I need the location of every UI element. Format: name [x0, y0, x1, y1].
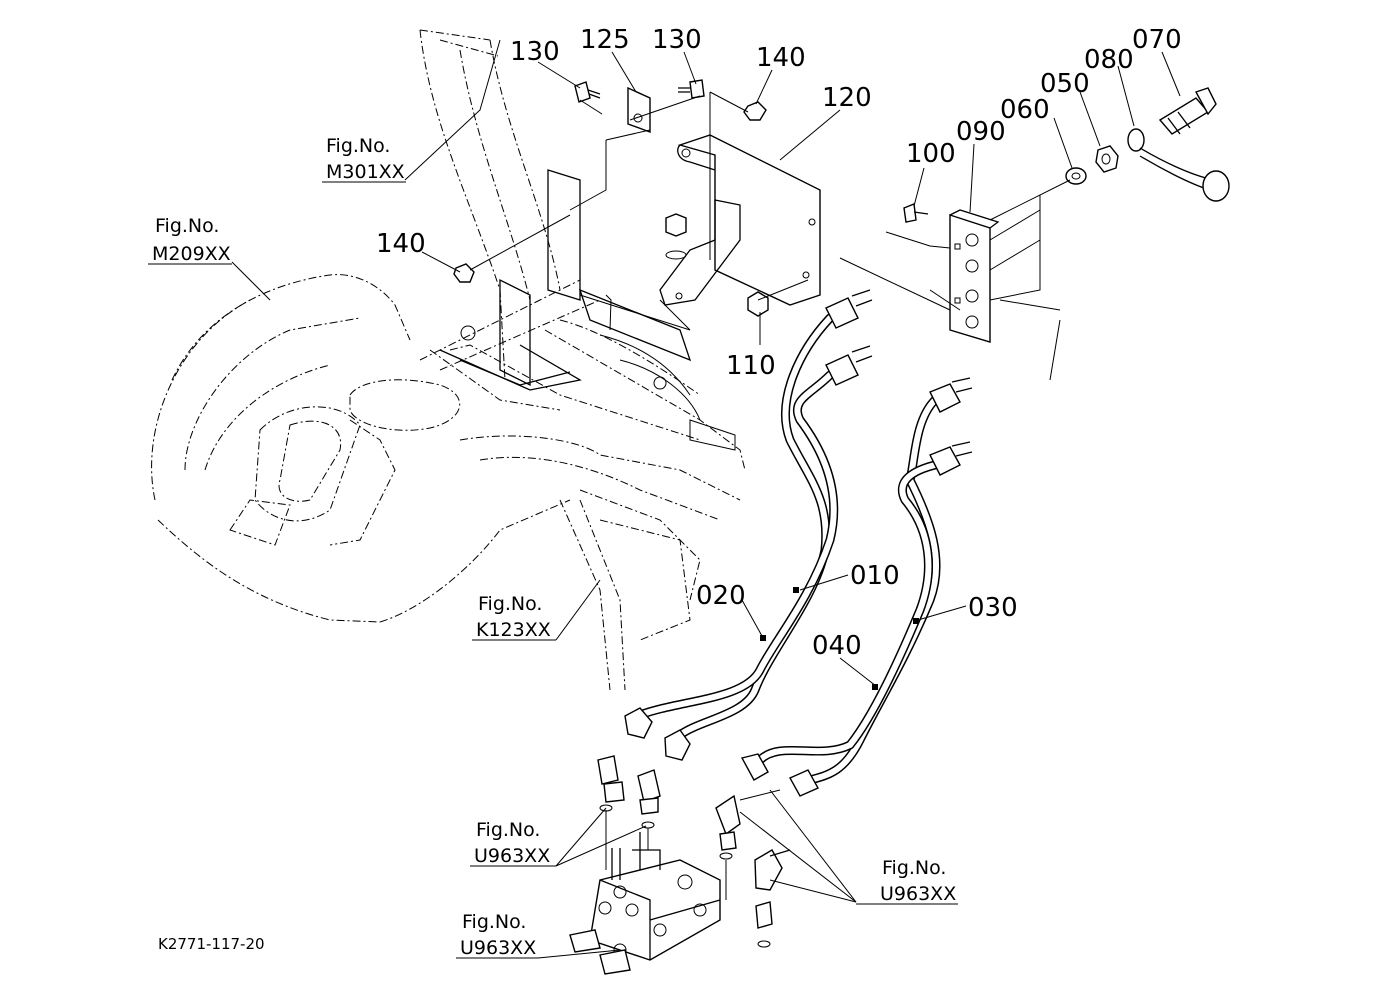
- fig-ref-u963-left-code: U963XX: [474, 845, 550, 867]
- o-ring-080: [1127, 128, 1145, 152]
- nut-050: [1095, 145, 1119, 173]
- pipe-030: [805, 395, 941, 785]
- tractor-body-outline: [151, 29, 746, 691]
- fig-ref-u963-right: Fig.No. U963XX: [856, 857, 958, 905]
- control-valve: [569, 832, 721, 975]
- fig-ref-m301: Fig.No. M301XX: [322, 135, 406, 183]
- callout-numbers: 130 125 130 140 120 140 110 100 090 060 …: [376, 25, 1182, 661]
- bolt-130-left: [574, 81, 601, 103]
- bolt-130-right: [678, 79, 705, 99]
- valve-fittings: [597, 755, 791, 948]
- fig-ref-m209-code: M209XX: [152, 243, 231, 265]
- pipe-fittings-top: [825, 289, 973, 476]
- coupler-plate-090: [949, 209, 1000, 343]
- fig-ref-m301-code: M301XX: [326, 161, 405, 183]
- callout-050: 050: [1040, 69, 1090, 99]
- coupler-leaders: [839, 179, 1071, 381]
- mount-pillar: [439, 169, 736, 451]
- callout-120: 120: [822, 83, 872, 113]
- fig-ref-m209-label: Fig.No.: [155, 215, 219, 237]
- fig-ref-u963-right-label: Fig.No.: [882, 857, 946, 879]
- callout-130-left: 130: [510, 37, 560, 67]
- callout-125: 125: [580, 25, 630, 55]
- nut-140-top: [743, 101, 767, 121]
- callout-060: 060: [1000, 95, 1050, 125]
- pipe-020: [635, 370, 839, 720]
- callout-140-left: 140: [376, 229, 426, 259]
- callout-040: 040: [812, 631, 862, 661]
- fig-ref-u963-bottom-label: Fig.No.: [462, 911, 526, 933]
- bracket-leaders: [469, 91, 809, 331]
- bolt-100: [903, 203, 929, 223]
- fig-ref-k123-label: Fig.No.: [478, 593, 542, 615]
- pipe-tags: [760, 587, 919, 690]
- bottom-leaders: [537, 789, 857, 959]
- fig-ref-k123: Fig.No. K123XX: [472, 593, 556, 641]
- nut-110: [747, 291, 769, 317]
- pipe-fittings-bottom: [624, 707, 819, 797]
- fig-ref-u963-right-code: U963XX: [880, 883, 956, 905]
- pipe-040: [755, 460, 940, 765]
- bracket-120: [659, 134, 821, 306]
- nut-140-left: [453, 263, 475, 283]
- fig-ref-u963-left: Fig.No. U963XX: [470, 819, 556, 867]
- callout-080: 080: [1084, 45, 1134, 75]
- callout-110: 110: [726, 351, 776, 381]
- hex-nut-center: [665, 213, 687, 260]
- callout-130-right: 130: [652, 25, 702, 55]
- drawing-code: K2771-117-20: [158, 935, 265, 953]
- fig-ref-u963-bottom: Fig.No. U963XX: [456, 911, 538, 959]
- quick-coupler-070: [1139, 87, 1230, 202]
- fig-ref-m301-label: Fig.No.: [326, 135, 390, 157]
- fig-ref-u963-left-label: Fig.No.: [476, 819, 540, 841]
- plate-125: [627, 86, 651, 133]
- callout-030: 030: [968, 593, 1018, 623]
- callout-090: 090: [956, 117, 1006, 147]
- callout-leaders: [231, 39, 1181, 687]
- fig-ref-m209: Fig.No. M209XX: [148, 215, 232, 265]
- callout-010: 010: [850, 561, 900, 591]
- callout-070: 070: [1132, 25, 1182, 55]
- callout-140-top: 140: [756, 43, 806, 73]
- washer-060: [1065, 167, 1087, 185]
- callout-020: 020: [696, 581, 746, 611]
- fig-ref-u963-bottom-code: U963XX: [460, 937, 536, 959]
- fig-ref-k123-code: K123XX: [476, 619, 551, 641]
- callout-100: 100: [906, 139, 956, 169]
